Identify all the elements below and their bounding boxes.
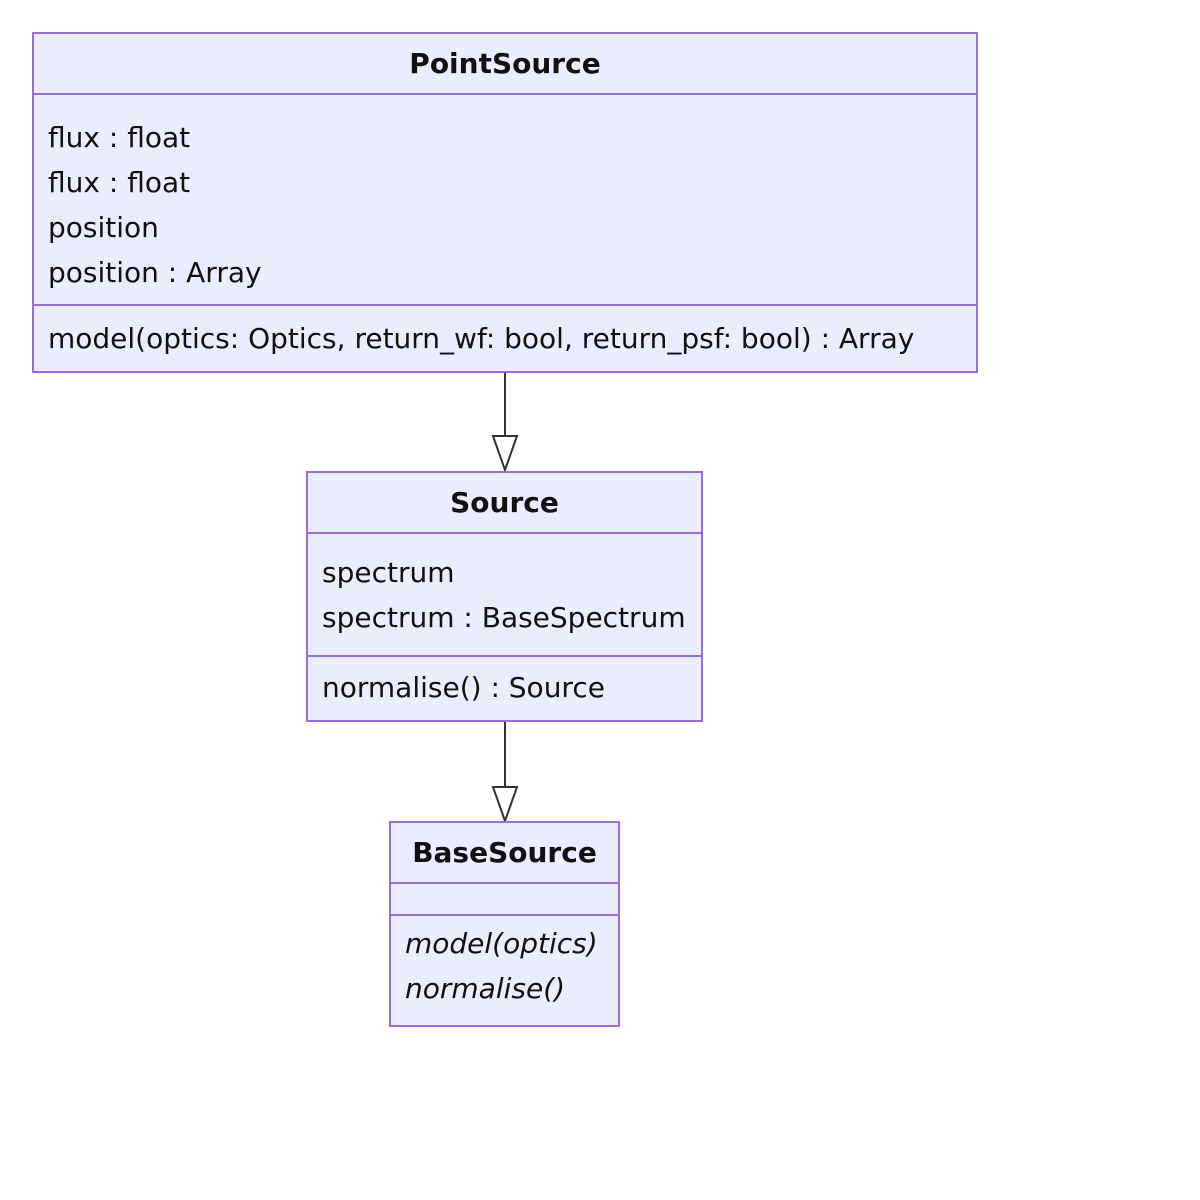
method: model(optics: Optics, return_wf: bool, r… xyxy=(48,322,915,355)
attribute: spectrum xyxy=(322,556,455,589)
methods-section: normalise() : Source xyxy=(308,657,701,710)
attributes-section: flux : float flux : float position posit… xyxy=(34,95,976,306)
inheritance-arrowhead-source xyxy=(491,435,519,474)
class-basesource[interactable]: BaseSource model(optics) normalise() xyxy=(389,821,620,1027)
class-source[interactable]: Source spectrum spectrum : BaseSpectrum … xyxy=(306,471,703,722)
methods-section: model(optics: Optics, return_wf: bool, r… xyxy=(34,306,976,361)
methods-section: model(optics) normalise() xyxy=(391,916,618,1011)
attributes-section xyxy=(391,884,618,916)
class-pointsource[interactable]: PointSource flux : float flux : float po… xyxy=(32,32,978,373)
class-name: Source xyxy=(308,473,701,534)
attribute: flux : float xyxy=(48,121,191,154)
attributes-section: spectrum spectrum : BaseSpectrum xyxy=(308,534,701,657)
method: normalise() : Source xyxy=(322,671,605,704)
class-name: BaseSource xyxy=(391,823,618,884)
attribute: flux : float xyxy=(48,166,191,199)
inheritance-arrowhead-basesource xyxy=(491,786,519,825)
attribute: position : Array xyxy=(48,256,262,289)
attribute: position xyxy=(48,211,159,244)
abstract-method: normalise() xyxy=(405,972,566,1005)
class-name: PointSource xyxy=(34,34,976,95)
abstract-method: model(optics) xyxy=(405,927,598,960)
attribute: spectrum : BaseSpectrum xyxy=(322,601,686,634)
